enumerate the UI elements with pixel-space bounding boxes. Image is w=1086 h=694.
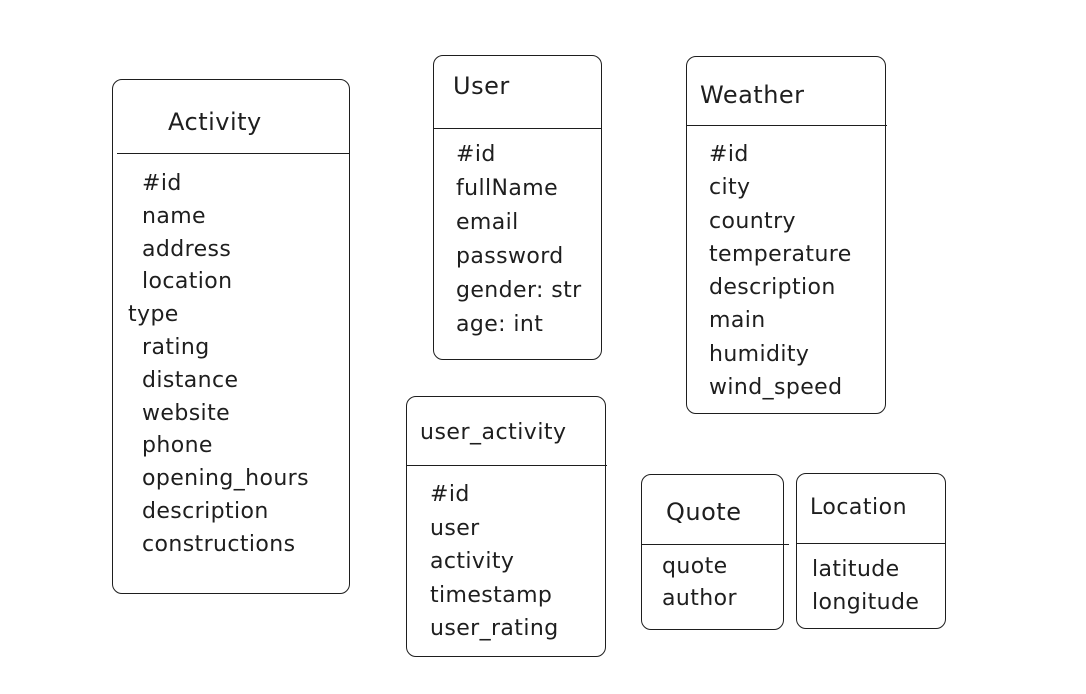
- entity-title: Weather: [700, 81, 805, 109]
- field-list: latitude longitude: [797, 553, 945, 619]
- field: name: [142, 203, 206, 229]
- field: main: [709, 308, 766, 334]
- field: longitude: [812, 590, 920, 615]
- field: email: [456, 210, 519, 235]
- field-list: #id name address location type rating di…: [113, 168, 349, 562]
- entity-location[interactable]: Location latitude longitude: [796, 473, 946, 629]
- entity-divider: [687, 125, 887, 126]
- entity-quote[interactable]: Quote quote author: [641, 474, 789, 630]
- entity-title: Location: [810, 495, 908, 520]
- entity-divider: [642, 544, 789, 545]
- entity-title: user_activity: [420, 420, 567, 445]
- field: city: [709, 175, 751, 201]
- field: location: [142, 269, 233, 295]
- entity-divider: [117, 153, 349, 154]
- field: author: [662, 585, 737, 611]
- field: wind_speed: [709, 375, 843, 401]
- field: #id: [142, 171, 182, 196]
- field: password: [456, 244, 564, 269]
- field-list: #id fullName email password gender: str …: [434, 138, 601, 342]
- entity-user[interactable]: User #id fullName email password gender:…: [433, 55, 602, 360]
- field: user_rating: [430, 616, 559, 641]
- field: timestamp: [430, 582, 553, 608]
- field: gender: str: [456, 278, 582, 303]
- field: website: [142, 400, 231, 426]
- field: temperature: [709, 241, 852, 267]
- field-list: #id city country temperature description…: [687, 138, 885, 404]
- field: #id: [430, 482, 470, 507]
- entity-title: Activity: [168, 108, 262, 136]
- field: address: [142, 236, 232, 262]
- entity-divider: [407, 465, 607, 466]
- field: country: [709, 208, 796, 234]
- field: distance: [142, 367, 239, 393]
- field-list: quote author: [642, 551, 783, 614]
- field: humidity: [709, 341, 810, 367]
- field: #id: [709, 142, 749, 167]
- field: constructions: [142, 531, 296, 557]
- field: #id: [456, 142, 496, 167]
- field: rating: [142, 334, 210, 360]
- field: description: [709, 275, 836, 301]
- field: description: [142, 498, 269, 524]
- field: type: [128, 302, 179, 328]
- entity-title: Quote: [666, 498, 742, 526]
- field: latitude: [812, 557, 900, 582]
- field: opening_hours: [142, 466, 309, 492]
- field: phone: [142, 433, 213, 459]
- entity-user-activity[interactable]: user_activity #id user activity timestam…: [406, 396, 607, 657]
- entity-divider: [797, 543, 945, 544]
- field: quote: [662, 554, 728, 579]
- field: user: [430, 515, 480, 541]
- entity-activity[interactable]: Activity #id name address location type …: [112, 79, 350, 594]
- entity-title: User: [453, 72, 510, 100]
- field-list: #id user activity timestamp user_rating: [407, 478, 605, 646]
- field: fullName: [456, 176, 559, 201]
- field: age: int: [456, 312, 544, 337]
- entity-weather[interactable]: Weather #id city country temperature des…: [686, 56, 887, 414]
- entity-divider: [434, 128, 601, 129]
- field: activity: [430, 549, 515, 574]
